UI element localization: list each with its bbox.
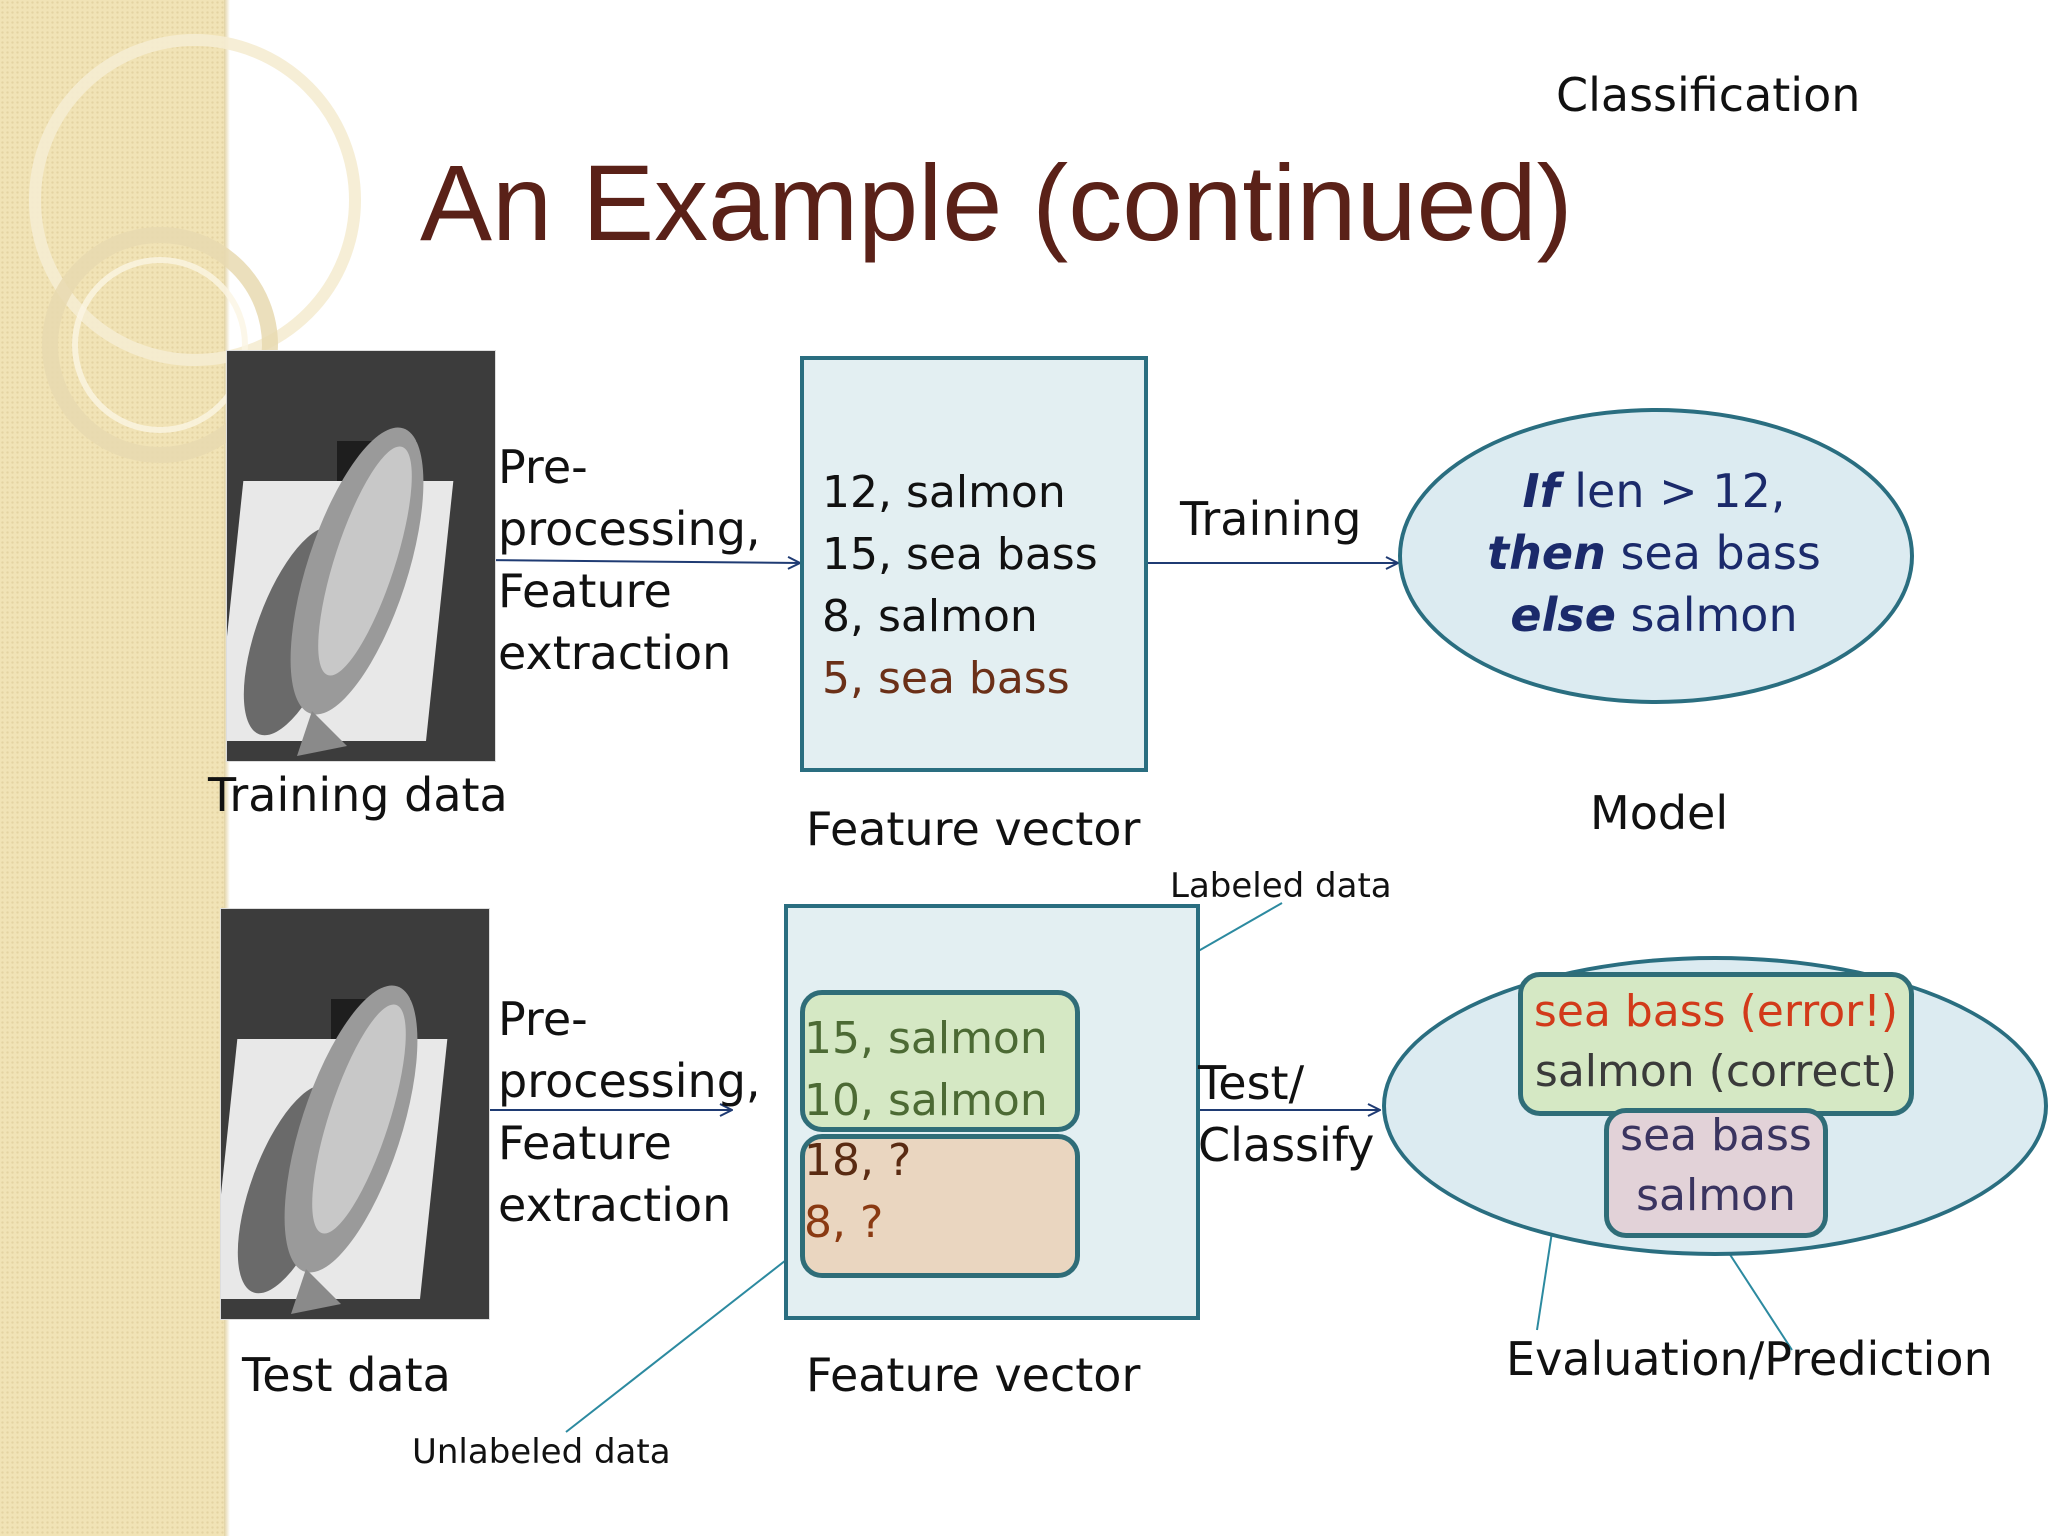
keyword-if: If [1522, 464, 1560, 518]
preprocess-test-line2: processing, [498, 1054, 761, 1108]
labeled-data-note: Labeled data [1170, 866, 1392, 906]
arrow-preprocess-train [477, 560, 800, 563]
evaluation-prediction-caption: Evaluation/Prediction [1506, 1332, 1993, 1386]
model-rule-line2: then sea bass [1398, 526, 1910, 580]
model-ellipse [1398, 408, 1914, 704]
prediction-line-2: salmon [1636, 1170, 1796, 1221]
feature-train-3: 8, salmon [822, 591, 1038, 642]
feature-train-2: 15, sea bass [822, 529, 1098, 580]
training-feature-box [800, 356, 1148, 772]
labeled-line-1: 15, salmon [804, 1013, 1048, 1064]
decorative-rings [29, 34, 361, 463]
labeled-line-2: 10, salmon [804, 1075, 1048, 1126]
preprocess-train-line4: extraction [498, 626, 732, 680]
unlabeled-data-box [800, 1134, 1080, 1278]
fish-image [221, 909, 489, 1319]
test-fish-photo [220, 908, 490, 1320]
unlabeled-line-2: 8, ? [804, 1197, 884, 1248]
evaluation-error-line: sea bass (error!) [1533, 986, 1899, 1037]
decorative-side-band [0, 0, 228, 1536]
model-caption: Model [1590, 786, 1729, 840]
rule-else-text: salmon [1615, 588, 1798, 642]
rule-then-text: sea bass [1605, 526, 1821, 580]
unlabeled-data-note: Unlabeled data [412, 1432, 671, 1472]
classify-label-line2: Classify [1198, 1118, 1375, 1172]
training-feature-caption: Feature vector [806, 802, 1141, 856]
test-feature-caption: Feature vector [806, 1348, 1141, 1402]
fish-image [227, 351, 495, 761]
feature-train-1: 12, salmon [822, 467, 1066, 518]
training-arrow-label: Training [1180, 492, 1362, 546]
unlabeled-line-1: 18, ? [804, 1135, 912, 1186]
side-band-edge [224, 0, 230, 1536]
training-fish-photo [226, 350, 496, 762]
page-title: An Example (continued) [420, 142, 1573, 263]
model-rule-line3: else salmon [1398, 588, 1910, 642]
model-rule-line1: If len > 12, [1398, 464, 1910, 518]
preprocess-test-line3: Feature [498, 1116, 672, 1170]
section-label: Classification [1556, 68, 1861, 122]
preprocess-train-line3: Feature [498, 564, 672, 618]
evaluation-box [1518, 972, 1914, 1116]
test-data-label: Test data [242, 1348, 451, 1402]
training-data-label: Training data [208, 768, 508, 822]
prediction-box [1604, 1108, 1828, 1238]
pointer-unlabeled [565, 1246, 804, 1433]
keyword-then: then [1487, 526, 1606, 580]
classify-label-line1: Test/ [1198, 1056, 1305, 1110]
keyword-else: else [1510, 588, 1616, 642]
preprocess-test-line1: Pre- [498, 992, 588, 1046]
feature-train-4: 5, sea bass [822, 653, 1070, 704]
evaluation-correct-line: salmon (correct) [1534, 1046, 1898, 1097]
preprocess-train-line2: processing, [498, 502, 761, 556]
rule-if-text: len > 12, [1559, 464, 1786, 518]
preprocess-train-line1: Pre- [498, 440, 588, 494]
preprocess-test-line4: extraction [498, 1178, 732, 1232]
prediction-line-1: sea bass [1620, 1110, 1812, 1161]
labeled-data-box [800, 990, 1080, 1132]
